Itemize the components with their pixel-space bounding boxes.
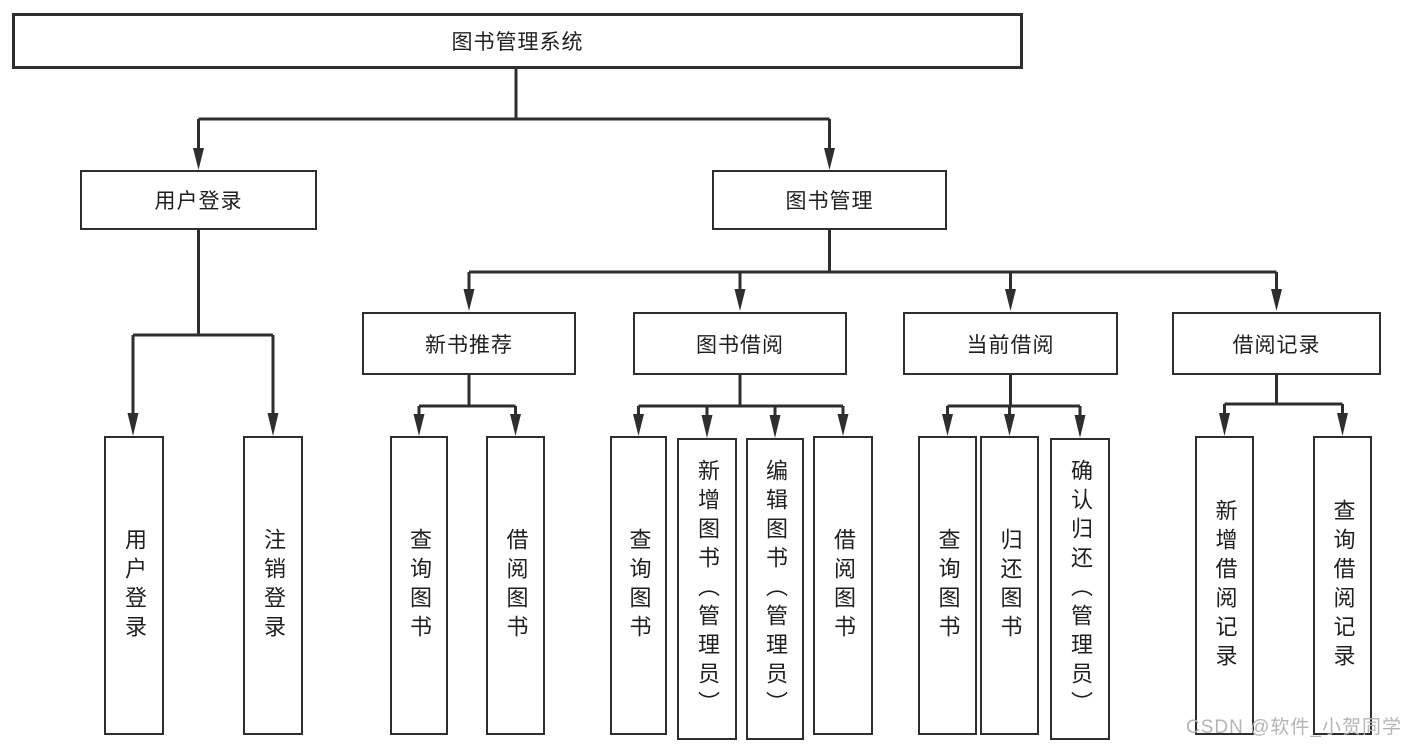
node-label: 图书借阅 [696,333,784,357]
node-label: 图书管理 [785,190,874,213]
node-add-books-admin: 新增图书（管理员） [677,438,737,740]
node-label: 新增借阅记录 [1212,498,1238,673]
connector-root-to-level2 [193,69,835,170]
arrowhead [824,148,835,170]
arrowhead [942,414,953,436]
node-query-borrow-record: 查询借阅记录 [1313,436,1372,735]
arrowhead [1219,413,1230,436]
arrowhead [127,413,139,436]
node-label: 借阅图书 [503,527,529,644]
node-logout: 注销登录 [243,436,303,735]
arrowhead [837,414,849,436]
arrowhead [1271,289,1282,311]
connector-book-borrow-group [633,375,849,438]
arrowhead [463,289,475,311]
arrowhead [1005,289,1016,311]
node-confirm-return-admin: 确认归还（管理员） [1050,438,1110,740]
connector-borrow-records-group [1219,375,1348,436]
arrowhead [1074,415,1086,438]
node-label: 查询图书 [935,527,961,644]
node-label: 新书推荐 [425,333,513,357]
node-return-books: 归还图书 [980,436,1039,735]
node-current-borrowing: 当前借阅 [903,312,1118,375]
node-label: 借阅记录 [1232,333,1321,357]
arrowhead [734,289,746,311]
connector-new-book-group [413,375,521,436]
arrowhead [267,413,279,436]
node-label: 确认归还（管理员） [1068,458,1093,720]
node-label: 当前借阅 [966,333,1055,357]
node-borrowing-records: 借阅记录 [1172,312,1381,375]
node-book-borrowing: 图书借阅 [633,312,847,375]
arrowhead [193,148,204,170]
node-label: 新增图书（管理员） [695,458,720,720]
connector-user-login-group [127,230,279,436]
node-borrow-books: 借阅图书 [813,436,873,735]
node-query-books-recommend: 查询图书 [390,436,448,735]
connector-book-management-group [463,230,1282,311]
node-label: 用户登录 [122,527,147,644]
arrowhead [413,414,425,436]
node-user-login: 用户登录 [80,170,317,230]
node-user-login-leaf: 用户登录 [104,436,164,735]
node-edit-books-admin: 编辑图书（管理员） [746,438,804,740]
node-root-system: 图书管理系统 [12,13,1023,69]
connector-current-borrow-group [942,375,1086,438]
node-label: 借阅图书 [831,527,856,644]
arrowhead [510,414,521,436]
node-label: 查询借阅记录 [1330,498,1356,673]
node-query-books-current: 查询图书 [918,436,977,735]
node-label: 编辑图书（管理员） [763,458,788,720]
arrowhead [1337,413,1348,436]
node-label: 图书管理系统 [451,31,584,54]
arrowhead [633,414,644,436]
node-label: 归还图书 [997,527,1023,644]
node-book-management: 图书管理 [712,170,947,230]
node-new-book-recommend: 新书推荐 [362,312,576,375]
node-label: 查询图书 [626,527,652,644]
node-query-books-borrow: 查询图书 [610,436,667,735]
arrowhead [701,415,713,438]
csdn-watermark: CSDN @软件_小贺同学 [1186,717,1402,738]
node-label: 用户登录 [154,190,243,213]
arrowhead [1004,414,1015,436]
arrowhead [769,415,781,438]
node-add-borrow-record: 新增借阅记录 [1195,436,1254,735]
node-label: 注销登录 [261,527,286,644]
node-label: 查询图书 [407,527,432,644]
node-borrow-books-recommend: 借阅图书 [486,436,545,735]
